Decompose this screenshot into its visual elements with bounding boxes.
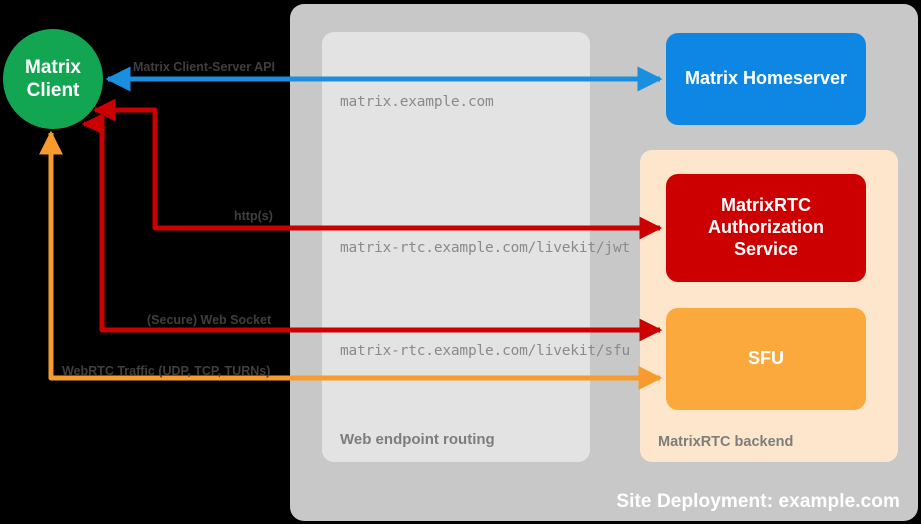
auth-service-label-line1: MatrixRTC [720,195,811,216]
edge-label-client-server-api: Matrix Client-Server API [133,60,275,74]
edge-label-https: http(s) [234,209,273,223]
web-endpoint-routing-label: Web endpoint routing [340,431,495,448]
edge-http-jwt [92,98,663,240]
auth-service-label-line3: Service [733,238,799,259]
edge-label-webrtc-traffic: WebRTC Traffic (UDP, TCP, TURNs) [62,364,271,378]
node-matrix-client[interactable]: Matrix Client [3,29,103,129]
matrix-client-label-line2: Client [26,80,80,101]
node-sfu[interactable]: SFU [666,308,866,410]
auth-service-label-line2: Authorization [708,217,824,238]
sfu-label: SFU [748,348,784,369]
node-matrixrtc-authorization-service[interactable]: MatrixRTC Authorization Service [666,174,866,282]
matrix-client-label-line1: Matrix [25,56,81,78]
edge-label-web-socket: (Secure) Web Socket [147,313,272,327]
matrix-homeserver-label: Matrix Homeserver [684,68,848,89]
site-deployment-label: Site Deployment: example.com [616,491,900,512]
matrixrtc-backend-label: MatrixRTC backend [658,434,794,450]
edge-webrtc-traffic [38,130,663,391]
node-matrix-homeserver[interactable]: Matrix Homeserver [666,33,866,125]
